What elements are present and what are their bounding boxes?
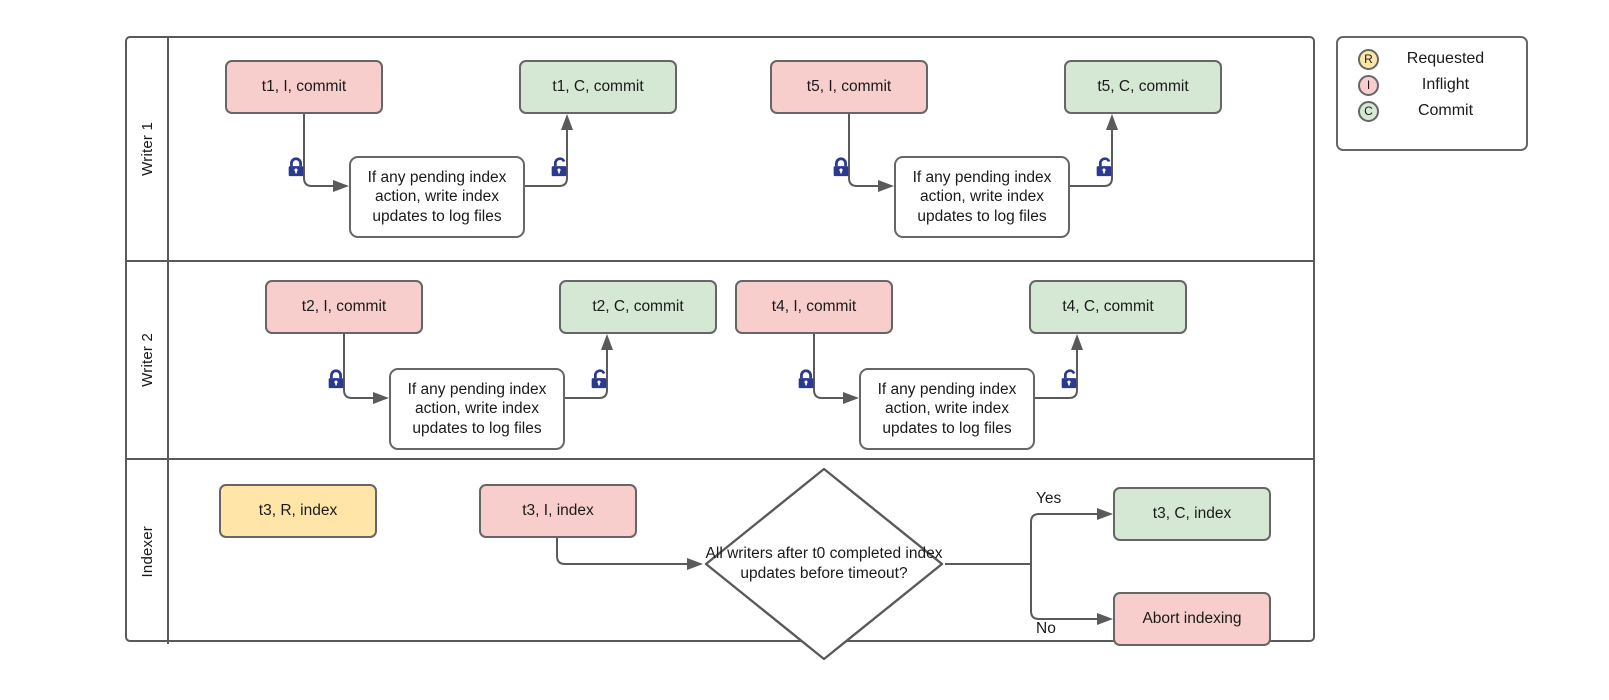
lane-header-indexer: Indexer bbox=[127, 460, 169, 644]
node-indexer-t3-requested[interactable]: t3, R, index bbox=[219, 484, 377, 538]
decision-label: All writers after t0 completed index upd… bbox=[705, 545, 943, 582]
lock-closed-icon bbox=[830, 156, 852, 178]
node-w1-t1-inflight[interactable]: t1, I, commit bbox=[225, 60, 383, 114]
lock-open-icon bbox=[548, 156, 570, 178]
legend-label-commit: Commit bbox=[1417, 102, 1474, 119]
lane-label-writer-2: Writer 2 bbox=[138, 333, 156, 387]
lock-closed-icon bbox=[795, 368, 817, 390]
node-w2-t2-inflight[interactable]: t2, I, commit bbox=[265, 280, 423, 334]
node-w2-t4-commit[interactable]: t4, C, commit bbox=[1029, 280, 1187, 334]
lock-open-icon bbox=[588, 368, 610, 390]
legend-panel: R Requested I Inflight C Commit bbox=[1336, 36, 1528, 151]
node-indexer-abort[interactable]: Abort indexing bbox=[1113, 592, 1271, 646]
lock-open-icon bbox=[1058, 368, 1080, 390]
legend-label-inflight: Inflight bbox=[1421, 76, 1470, 93]
lock-open-icon bbox=[1093, 156, 1115, 178]
lane-body-writer-1: t1, I, commit If any pending index actio… bbox=[169, 38, 1313, 260]
commit-badge-icon: C bbox=[1358, 100, 1379, 122]
edge-label-no: No bbox=[1036, 620, 1056, 637]
node-w2-t4-inflight[interactable]: t4, I, commit bbox=[735, 280, 893, 334]
node-indexer-t3-inflight[interactable]: t3, I, index bbox=[479, 484, 637, 538]
node-indexer-decision[interactable]: All writers after t0 completed index upd… bbox=[703, 466, 945, 662]
legend-label-requested: Requested bbox=[1406, 50, 1485, 67]
requested-badge-icon: R bbox=[1358, 48, 1379, 70]
legend-item-inflight: I Inflight bbox=[1338, 72, 1526, 98]
lane-header-writer-2: Writer 2 bbox=[127, 262, 169, 458]
lane-writer-1: Writer 1 t1, I, commit bbox=[127, 38, 1313, 260]
node-w1-t5-inflight[interactable]: t5, I, commit bbox=[770, 60, 928, 114]
lane-label-indexer: Indexer bbox=[138, 526, 156, 578]
lock-closed-icon bbox=[285, 156, 307, 178]
lock-closed-icon bbox=[325, 368, 347, 390]
node-indexer-t3-commit[interactable]: t3, C, index bbox=[1113, 487, 1271, 541]
node-w1-t5-process[interactable]: If any pending index action, write index… bbox=[894, 156, 1070, 238]
lane-writer-2: Writer 2 t2, I, commit If any pending in… bbox=[127, 260, 1313, 458]
edge-label-yes: Yes bbox=[1036, 490, 1062, 507]
node-w1-t1-commit[interactable]: t1, C, commit bbox=[519, 60, 677, 114]
lane-header-writer-1: Writer 1 bbox=[127, 38, 169, 260]
lane-label-writer-1: Writer 1 bbox=[138, 122, 156, 176]
node-w2-t4-process[interactable]: If any pending index action, write index… bbox=[859, 368, 1035, 450]
lane-indexer: Indexer t3, R, index t3, I, bbox=[127, 458, 1313, 661]
node-w1-t5-commit[interactable]: t5, C, commit bbox=[1064, 60, 1222, 114]
node-w2-t2-process[interactable]: If any pending index action, write index… bbox=[389, 368, 565, 450]
lane-body-writer-2: t2, I, commit If any pending index actio… bbox=[169, 262, 1313, 458]
lane-body-indexer: t3, R, index t3, I, index All writers af… bbox=[169, 460, 1313, 661]
node-w1-t1-process[interactable]: If any pending index action, write index… bbox=[349, 156, 525, 238]
swimlane-pool: Writer 1 t1, I, commit bbox=[125, 36, 1315, 661]
inflight-badge-icon: I bbox=[1358, 74, 1379, 96]
legend-item-requested: R Requested bbox=[1338, 46, 1526, 72]
legend-item-commit: C Commit bbox=[1338, 98, 1526, 124]
node-w2-t2-commit[interactable]: t2, C, commit bbox=[559, 280, 717, 334]
